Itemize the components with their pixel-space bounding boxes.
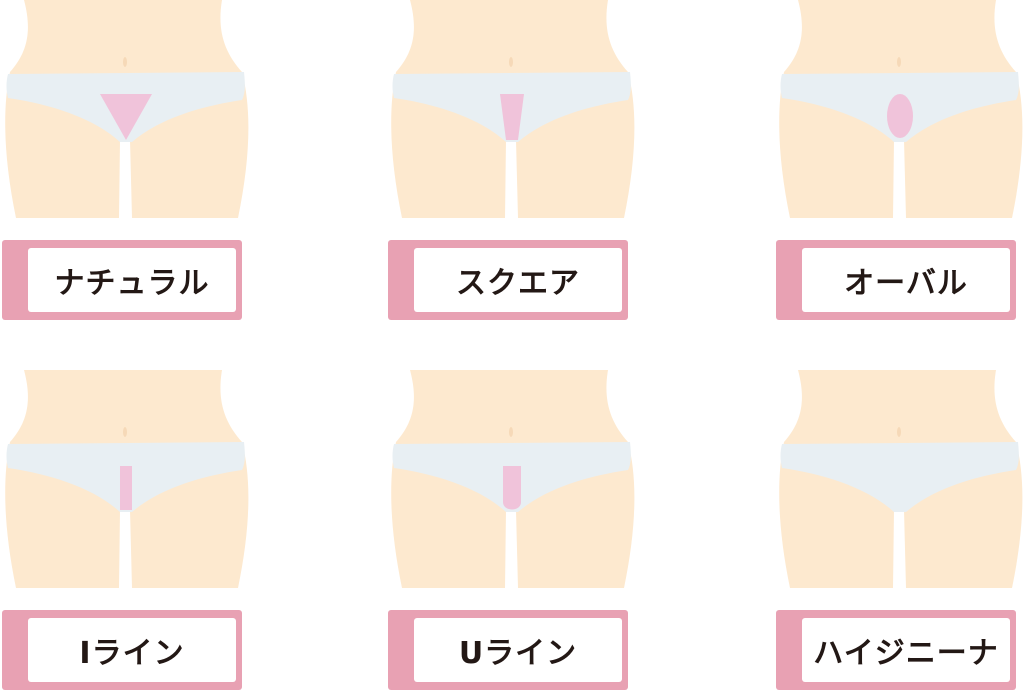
style-label-box: ナチュラル [2,240,242,320]
style-label: Uライン [458,636,578,671]
style-card-hygienic: ハイジニーナ [776,370,1024,700]
style-label-box: スクエア [388,240,628,320]
style-label-box: Iライン [2,610,242,690]
style-card-u-line: Uライン [388,370,638,700]
style-label-inner: Uライン [414,618,622,682]
style-label: Iライン [79,636,185,671]
body-figure [779,0,1023,218]
style-label-box: ハイジニーナ [776,610,1016,690]
navel-icon [897,57,901,67]
style-card-square: スクエア [388,0,638,330]
navel-icon [509,57,513,67]
style-label: スクエア [456,266,580,301]
style-label-box: Uライン [388,610,628,690]
body-figure [5,370,249,588]
hair-shape-triangle [100,94,152,140]
navel-icon [897,427,901,437]
style-label-inner: オーバル [802,248,1010,312]
style-label-inner: ナチュラル [28,248,236,312]
hair-shape-u-line [503,466,521,510]
style-label: ハイジニーナ [813,636,999,671]
navel-icon [123,427,127,437]
hair-shape-trapezoid [500,94,524,140]
style-label-box: オーバル [776,240,1016,320]
style-label: ナチュラル [54,266,210,301]
style-label: オーバル [844,266,968,301]
body-figure [5,0,249,218]
style-card-natural: ナチュラル [2,0,252,330]
hair-shape-i-line [120,466,132,510]
body-figure [779,370,1023,588]
hair-shape-oval [887,94,913,138]
body-figure [391,370,635,588]
style-label-inner: スクエア [414,248,622,312]
navel-icon [123,57,127,67]
style-label-inner: Iライン [28,618,236,682]
underwear [780,442,1019,512]
style-card-oval: オーバル [776,0,1024,330]
body-figure [391,0,635,218]
navel-icon [509,427,513,437]
style-label-inner: ハイジニーナ [802,618,1010,682]
style-card-i-line: Iライン [2,370,252,700]
